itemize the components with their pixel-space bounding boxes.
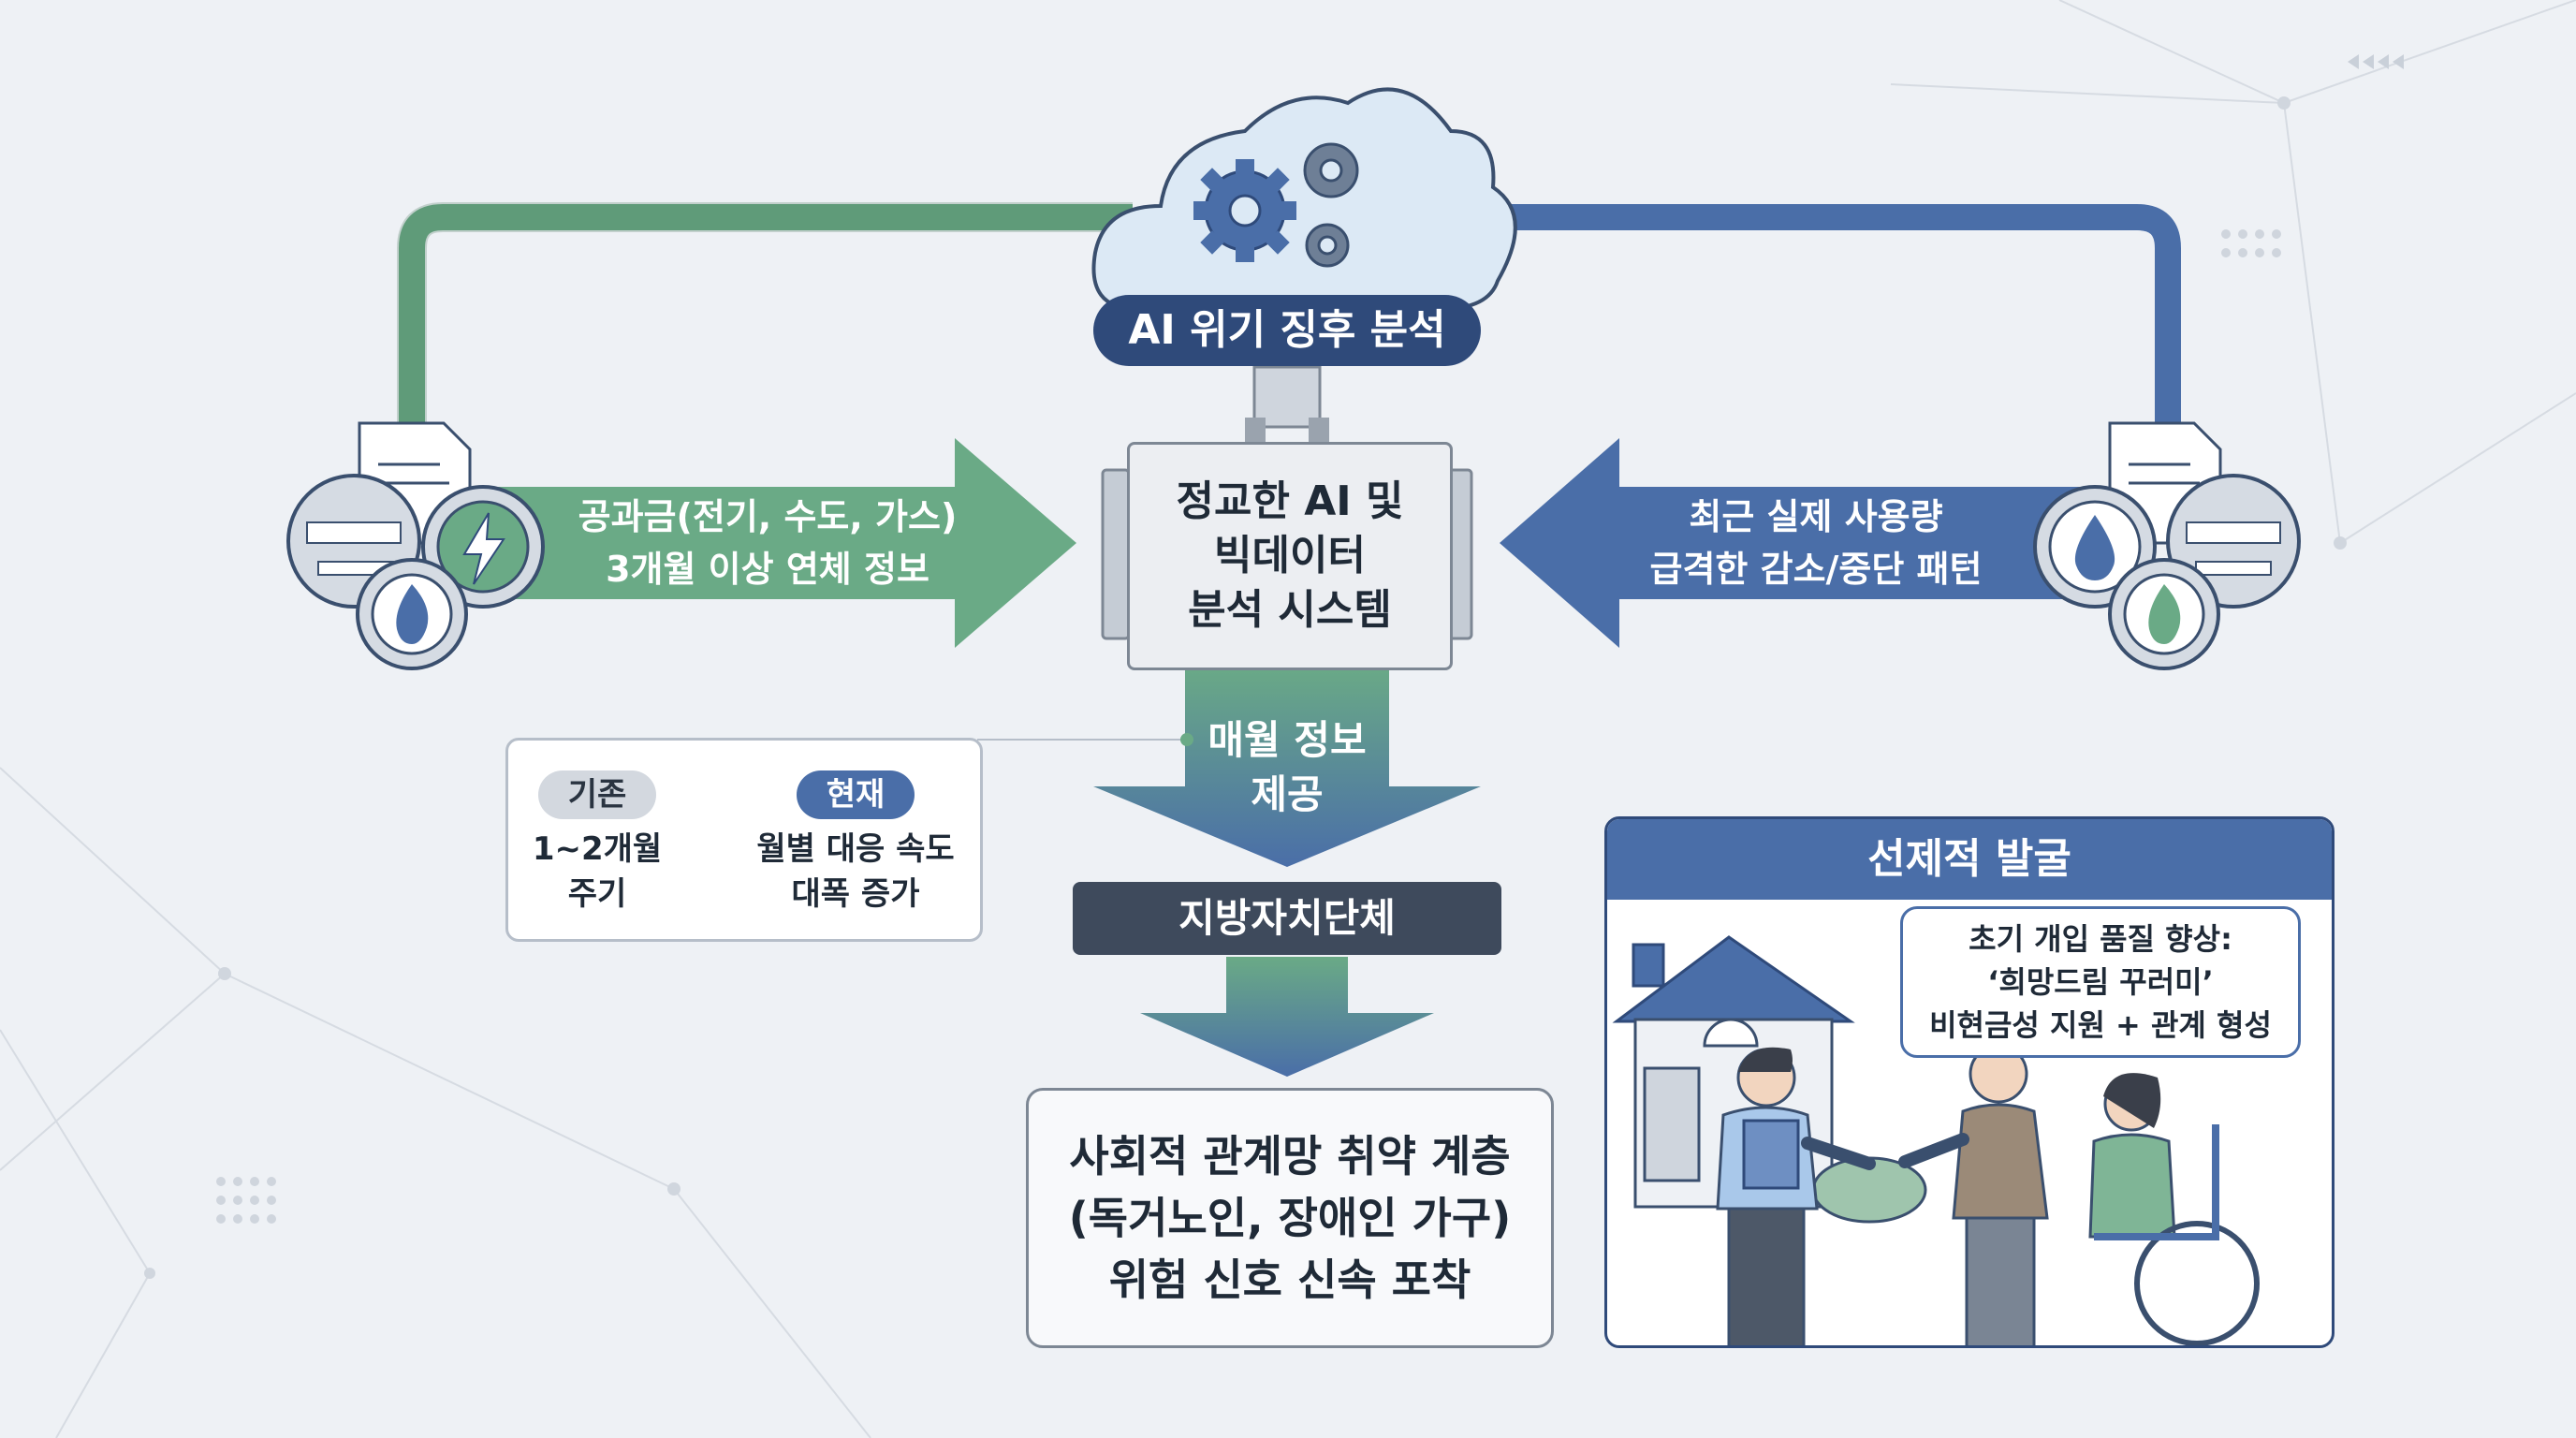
monthly-info-line: 제공 — [1251, 771, 1324, 817]
comparison-box: 기존 1~2개월 주기 현재 월별 대응 속도 대폭 증가 — [505, 738, 983, 942]
gear-icon — [1303, 142, 1359, 268]
ai-analysis-label: AI 위기 징후 분석 — [1093, 295, 1481, 366]
blue-input-arrow — [1500, 438, 2097, 648]
after-line: 월별 대응 속도 — [756, 830, 955, 868]
green-input-arrow — [487, 438, 1076, 648]
wheelchair-user-figure — [2088, 1073, 2260, 1345]
monthly-info-line: 매월 정보 — [1208, 717, 1367, 763]
analysis-system-box: 정교한 AI 및 빅데이터 분석 시스템 — [1127, 442, 1453, 670]
usage-drop-line: 최근 실제 사용량 — [1689, 496, 1943, 537]
before-text: 1~2개월 주기 — [518, 827, 677, 917]
dot-grid-decoration — [216, 229, 2281, 1224]
system-line: 빅데이터 — [1214, 532, 1366, 580]
result-box: 사회적 관계망 취약 계층 (독거노인, 장애인 가구) 위험 신호 신속 포착 — [1026, 1088, 1554, 1348]
bubble-line: ‘희망드림 꾸러미’ — [1987, 964, 2214, 1000]
bubble-line: 초기 개입 품질 향상: — [1969, 921, 2232, 957]
utility-arrears-label: 공과금(전기, 수도, 가스) 3개월 이상 연체 정보 — [524, 491, 1011, 595]
monthly-down-arrow — [1093, 665, 1481, 867]
cloud-icon — [1091, 87, 1517, 311]
system-line: 분석 시스템 — [1188, 586, 1392, 634]
before-tag: 기존 — [538, 770, 656, 819]
social-worker-figure — [1716, 1047, 1876, 1345]
after-line: 대폭 증가 — [791, 875, 920, 913]
support-illustration — [1612, 935, 2260, 1345]
flame-icon — [2108, 558, 2220, 670]
elderly-man-figure — [1898, 1044, 2049, 1345]
usage-drop-line: 급격한 감소/중단 패턴 — [1649, 549, 1983, 590]
after-text: 월별 대응 속도 대폭 증가 — [733, 827, 978, 917]
speech-bubble: 초기 개입 품질 향상: ‘희망드림 꾸러미’ 비현금성 지원 + 관계 형성 — [1900, 906, 2301, 1058]
blue-connector — [1442, 204, 2181, 440]
bubble-line: 비현금성 지원 + 관계 형성 — [1929, 1007, 2272, 1043]
local-government-bar: 지방자치단체 — [1073, 882, 1501, 955]
proactive-panel: 선제적 발굴 — [1604, 816, 2334, 1348]
result-line: 위험 신호 신속 포착 — [1108, 1255, 1471, 1305]
monthly-info-label: 매월 정보 제공 — [1170, 713, 1404, 822]
system-line: 정교한 AI 및 — [1176, 477, 1404, 525]
green-connector — [399, 204, 1133, 440]
before-line: 주기 — [567, 875, 627, 913]
utility-arrears-line: 3개월 이상 연체 정보 — [606, 549, 929, 590]
utility-arrears-line: 공과금(전기, 수도, 가스) — [578, 496, 958, 537]
after-tag: 현재 — [797, 770, 915, 819]
result-line: (독거노인, 장애인 가구) — [1068, 1193, 1512, 1243]
proactive-title: 선제적 발굴 — [1607, 819, 2332, 900]
flame-icon — [356, 558, 468, 670]
usage-drop-label: 최근 실제 사용량 급격한 감소/중단 패턴 — [1591, 491, 2041, 595]
gov-down-arrow — [1140, 957, 1434, 1077]
result-line: 사회적 관계망 취약 계층 — [1069, 1131, 1511, 1181]
before-line: 1~2개월 — [532, 830, 663, 868]
gear-icon — [1193, 159, 1296, 262]
